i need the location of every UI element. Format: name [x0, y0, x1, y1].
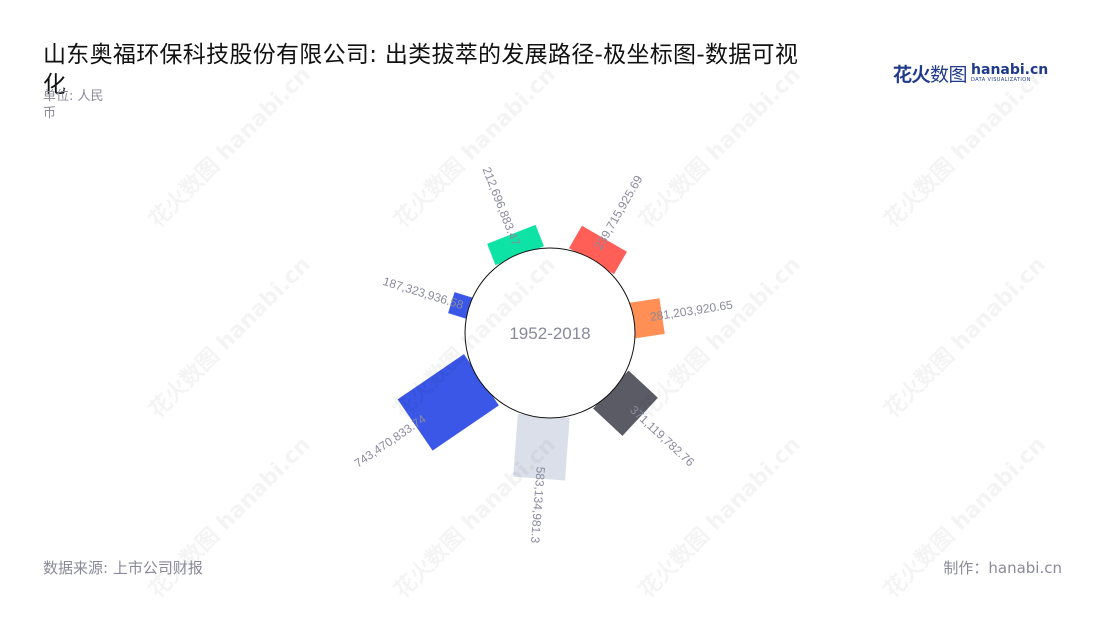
- polar-bar[interactable]: [593, 370, 658, 436]
- bars-group: [397, 224, 665, 481]
- logo-en: hanabi.cn DATA VISUALIZATION: [971, 63, 1048, 83]
- page-title: 山东奥福环保科技股份有限公司: 出类拔萃的发展路径-极坐标图-数据可视化: [43, 42, 799, 98]
- value-label: 743,470,833.74: [352, 412, 429, 471]
- logo-cn-thin: 数图: [930, 63, 968, 86]
- value-label: 187,323,936.58: [381, 274, 465, 312]
- logo-en-sub: DATA VISUALIZATION: [971, 77, 1031, 83]
- polar-bar[interactable]: [568, 225, 627, 275]
- value-label: 281,203,920.65: [649, 298, 734, 324]
- value-label: 583,134,981.3: [528, 466, 548, 544]
- data-source: 数据来源: 上市公司财报: [43, 559, 203, 577]
- value-label: 371,119,782.76: [627, 403, 697, 470]
- polar-bar[interactable]: [397, 354, 499, 451]
- polar-bar[interactable]: [487, 224, 544, 266]
- value-label: 239,715,925.69: [592, 173, 646, 253]
- logo-en-main: hanabi.cn: [971, 62, 1049, 78]
- value-label: 212,696,883.47: [480, 165, 524, 248]
- logo-cn-bold: 花火: [893, 63, 931, 86]
- inner-circle: [464, 247, 636, 419]
- logo-cn: 花火数图: [893, 60, 968, 87]
- unit-label: 单位: 人民币: [43, 89, 104, 121]
- center-label: 1952-2018: [509, 324, 590, 343]
- hanabi-logo[interactable]: 花火数图 hanabi.cn DATA VISUALIZATION: [893, 60, 1048, 86]
- polar-bar[interactable]: [513, 413, 570, 481]
- polar-bar[interactable]: [629, 298, 665, 339]
- credit-link[interactable]: 制作：hanabi.cn: [943, 559, 1062, 577]
